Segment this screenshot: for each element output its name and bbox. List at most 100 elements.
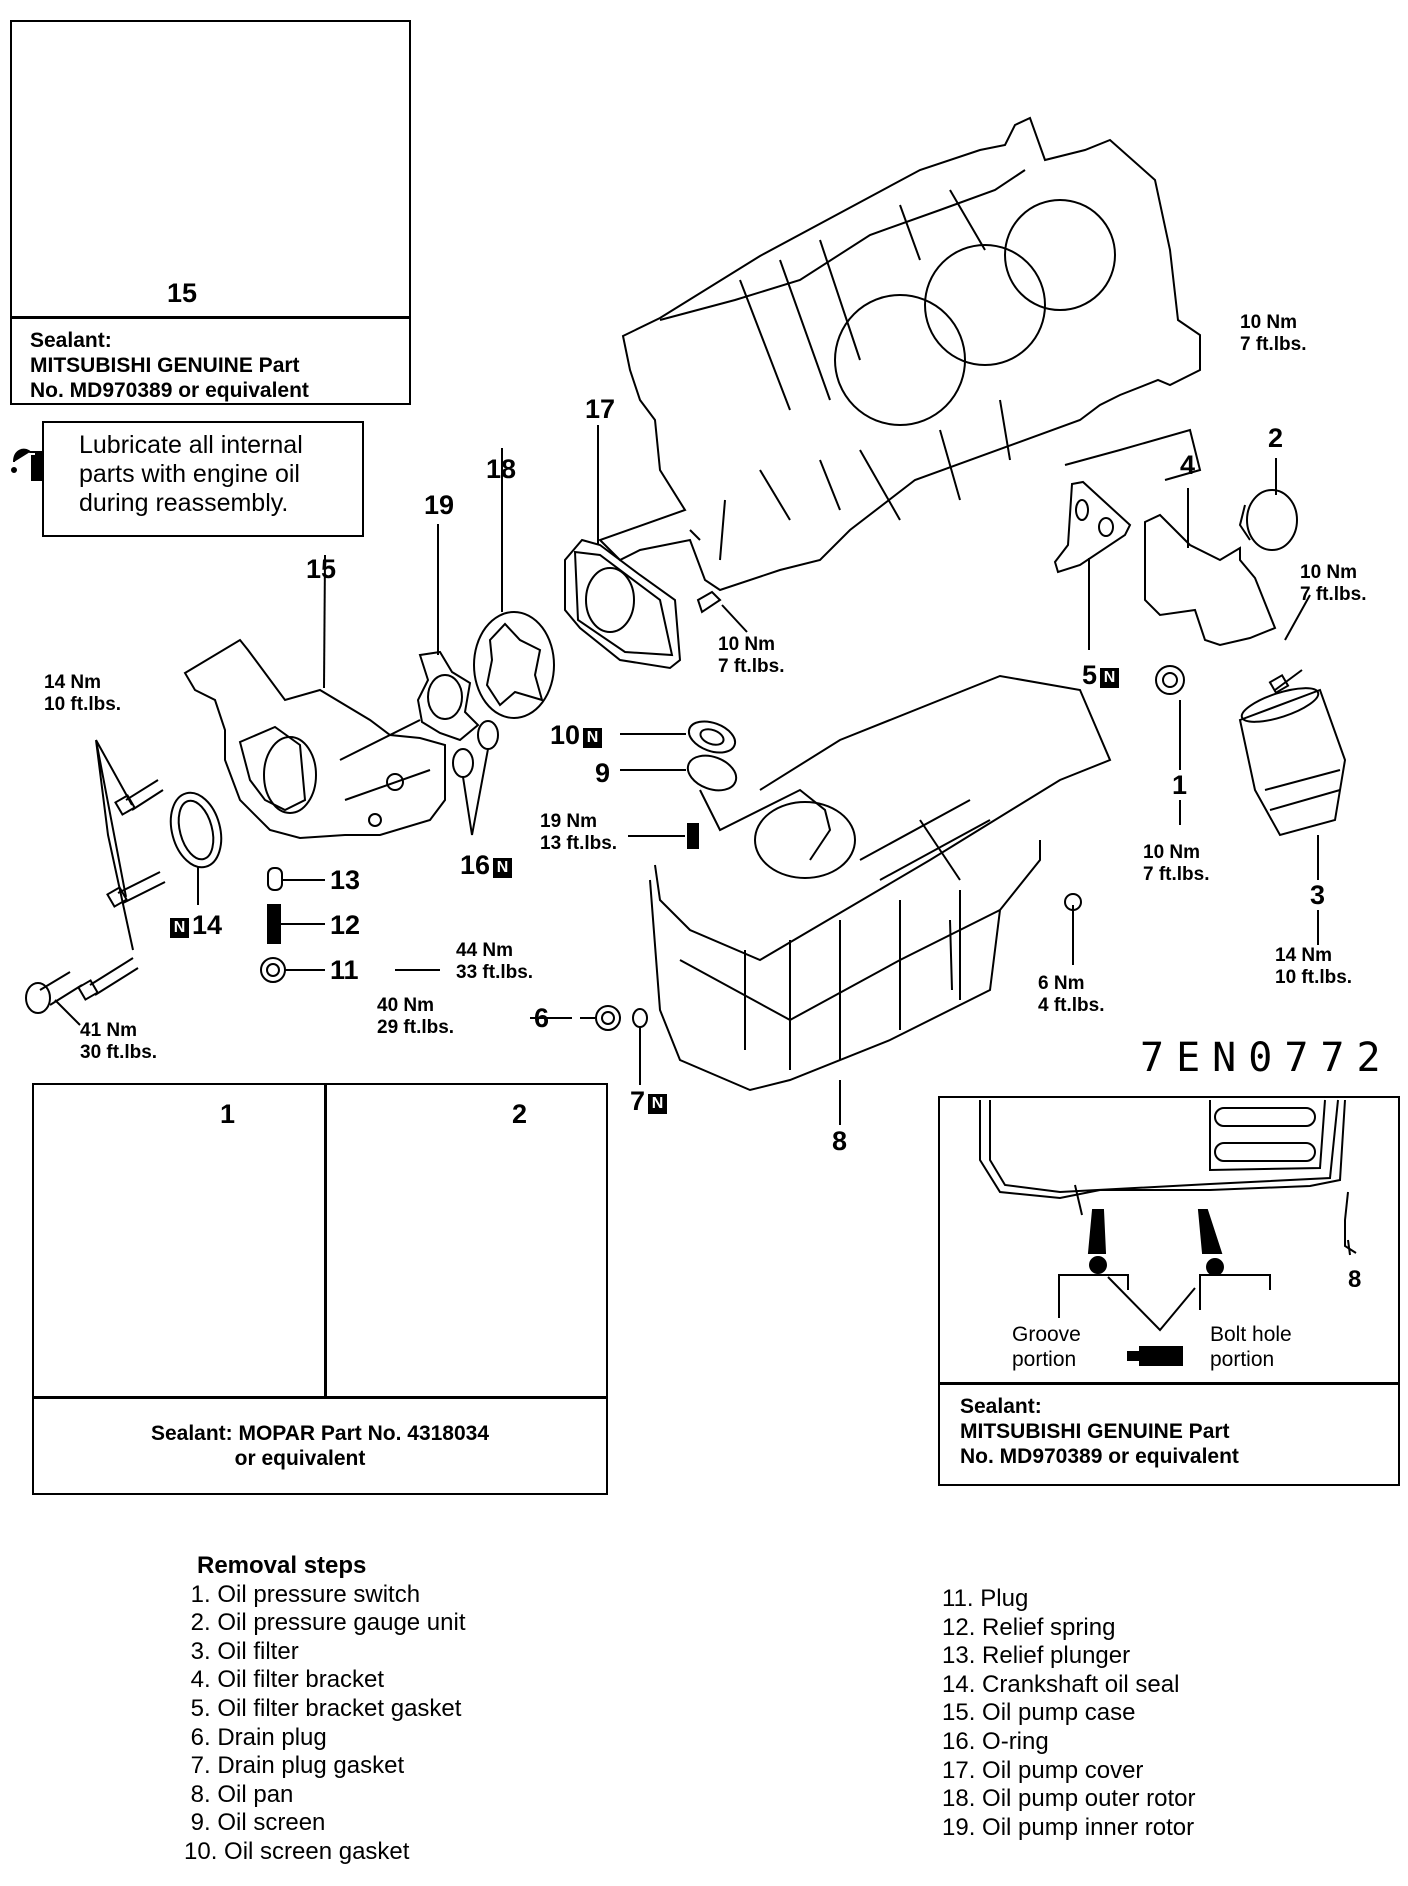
callout-11: 11 xyxy=(330,955,359,985)
new-part-badge: N xyxy=(1100,668,1120,688)
removal-step: 16. O-ring xyxy=(942,1727,1049,1755)
lubricate-note-box: Lubricate all internal parts with engine… xyxy=(42,421,364,537)
callout-4: 4 xyxy=(1180,450,1196,480)
removal-step: 18. Oil pump outer rotor xyxy=(942,1785,1196,1813)
callout-number: 7 xyxy=(630,1086,646,1116)
sealant-box-divider xyxy=(12,316,409,319)
sealant-line: No. MD970389 or equivalent xyxy=(30,379,309,402)
callout-12: 12 xyxy=(330,910,361,940)
drain-plug-illustration xyxy=(530,1006,647,1085)
sealant-line: Sealant: MOPAR Part No. 4318034 xyxy=(150,1422,490,1445)
callout-2-detail: 2 xyxy=(512,1099,528,1129)
relief-valve-parts-illustration xyxy=(261,868,440,982)
new-part-badge: N xyxy=(583,728,603,748)
callout-17: 17 xyxy=(585,394,616,424)
sealant-spec-text: Sealant: MITSUBISHI GENUINE Part No. MD9… xyxy=(960,1394,1239,1469)
torque-pressure-switch: 10 Nm 7 ft.lbs. xyxy=(1143,842,1210,885)
removal-step: 7. Drain plug gasket xyxy=(184,1752,405,1780)
torque-pump-long-bolt: 41 Nm 30 ft.lbs. xyxy=(80,1020,158,1063)
oil-pan-illustration xyxy=(650,676,1110,1125)
callout-6: 6 xyxy=(534,1003,550,1033)
sealant-line: No. MD970389 or equivalent xyxy=(960,1445,1239,1468)
torque-drain-plug: 40 Nm 29 ft.lbs. xyxy=(377,995,455,1038)
callout-15: 15 xyxy=(306,554,337,584)
removal-step: 1. Oil pressure switch xyxy=(184,1580,421,1608)
callout-2: 2 xyxy=(1268,423,1284,453)
sealant-line: MITSUBISHI GENUINE Part xyxy=(960,1420,1230,1443)
torque-gauge-unit: 10 Nm 7 ft.lbs. xyxy=(1240,312,1307,355)
callout-8: 8 xyxy=(832,1126,848,1156)
removal-step: 11. Plug xyxy=(942,1585,1029,1612)
callout-1-detail: 1 xyxy=(220,1099,236,1129)
oil-pump-case-illustration xyxy=(185,555,445,838)
removal-step: 14. Crankshaft oil seal xyxy=(942,1670,1180,1698)
oil-pump-case-sealant-box: 15 Sealant: MITSUBISHI GENUINE Part No. … xyxy=(10,20,411,405)
label-line: portion xyxy=(1012,1348,1077,1371)
oil-pan-sealant-detail xyxy=(980,1100,1356,1365)
callout-9: 9 xyxy=(595,758,611,788)
callout-number: 10 xyxy=(550,720,581,750)
sealant-line: Sealant: xyxy=(30,329,112,352)
new-part-badge: N xyxy=(648,1094,668,1114)
removal-step: 9. Oil screen xyxy=(184,1809,326,1837)
removal-step: 17. Oil pump cover xyxy=(942,1756,1144,1784)
callout-1: 1 xyxy=(1172,770,1188,800)
removal-step: 5. Oil filter bracket gasket xyxy=(184,1694,462,1722)
box-horizontal-divider xyxy=(940,1382,1398,1385)
bolt-hole-portion-label: Bolt hole portion xyxy=(1210,1322,1292,1372)
pump-bolts-illustration xyxy=(26,740,165,1025)
sealant-spec-text: Sealant: MOPAR Part No. 4318034 or equiv… xyxy=(34,1421,606,1471)
removal-step: 2. Oil pressure gauge unit xyxy=(184,1609,466,1637)
oil-screen-illustration xyxy=(620,716,855,878)
note-line: during reassembly. xyxy=(79,489,289,517)
removal-step: 12. Relief spring xyxy=(942,1613,1116,1641)
removal-step: 3. Oil filter xyxy=(184,1637,299,1665)
removal-step: 6. Drain plug xyxy=(184,1723,327,1751)
removal-steps-title: Removal steps xyxy=(197,1552,367,1579)
removal-steps-right: 11. Plug 12. Relief spring 13. Relief pl… xyxy=(942,1585,1195,1842)
callout-number: 14 xyxy=(192,910,223,940)
torque-plug: 44 Nm 33 ft.lbs. xyxy=(456,940,534,983)
removal-step: 8. Oil pan xyxy=(184,1780,294,1808)
sealant-spec-text: Sealant: MITSUBISHI GENUINE Part No. MD9… xyxy=(30,328,309,403)
removal-step: 10. Oil screen gasket xyxy=(184,1837,410,1865)
callout-number: 5 xyxy=(1082,660,1098,690)
removal-step: 13. Relief plunger xyxy=(942,1642,1131,1670)
crankshaft-oil-seal-illustration xyxy=(163,787,229,905)
callout-number: 16 xyxy=(460,850,491,880)
torque-oil-filter: 14 Nm 10 ft.lbs. xyxy=(1275,945,1353,988)
callout-8-detail: 8 xyxy=(1348,1266,1362,1293)
removal-step: 4. Oil filter bracket xyxy=(184,1666,385,1694)
sealant-line: or equivalent xyxy=(234,1447,366,1470)
torque-cover-screw: 10 Nm 7 ft.lbs. xyxy=(718,634,785,677)
note-line: parts with engine oil xyxy=(79,460,300,488)
oil-filter-bracket-parts-illustration xyxy=(1055,458,1345,965)
pressure-switch-sealant-box: 1 2 Sealant: MOPAR Part No. 4318034 or e… xyxy=(32,1083,608,1495)
removal-step: 15. Oil pump case xyxy=(942,1699,1136,1727)
torque-screen-bolt: 19 Nm 13 ft.lbs. xyxy=(540,811,618,854)
groove-portion-label: Groove portion xyxy=(1012,1322,1081,1372)
lubricate-note-text: Lubricate all internal parts with engine… xyxy=(79,431,303,518)
new-part-badge: N xyxy=(493,858,513,878)
callout-18: 18 xyxy=(486,454,517,484)
oil-pan-sealant-box: 8 Groove portion Bolt hole portion Seala… xyxy=(938,1096,1400,1486)
callout-13: 13 xyxy=(330,865,361,895)
figure-code: 7EN0772 xyxy=(1140,1035,1393,1081)
note-line: Lubricate all internal xyxy=(79,431,303,459)
torque-pan-bolt: 6 Nm 4 ft.lbs. xyxy=(1038,973,1105,1016)
engine-block-illustration xyxy=(600,118,1200,590)
label-line: Groove xyxy=(1012,1323,1081,1346)
new-part-badge: N xyxy=(170,918,189,938)
removal-steps-left: Removal steps 1. Oil pressure switch 2. … xyxy=(184,1552,466,1867)
callout-3: 3 xyxy=(1310,880,1326,910)
callout-15-detail: 15 xyxy=(167,278,198,308)
oil-pump-rotors-illustration xyxy=(418,448,554,835)
sealant-line: MITSUBISHI GENUINE Part xyxy=(30,354,300,377)
callout-19: 19 xyxy=(424,490,455,520)
leader-lines xyxy=(1075,1185,1082,1215)
label-line: portion xyxy=(1210,1348,1275,1371)
box-vertical-divider xyxy=(324,1085,327,1396)
box-horizontal-divider xyxy=(34,1396,606,1399)
